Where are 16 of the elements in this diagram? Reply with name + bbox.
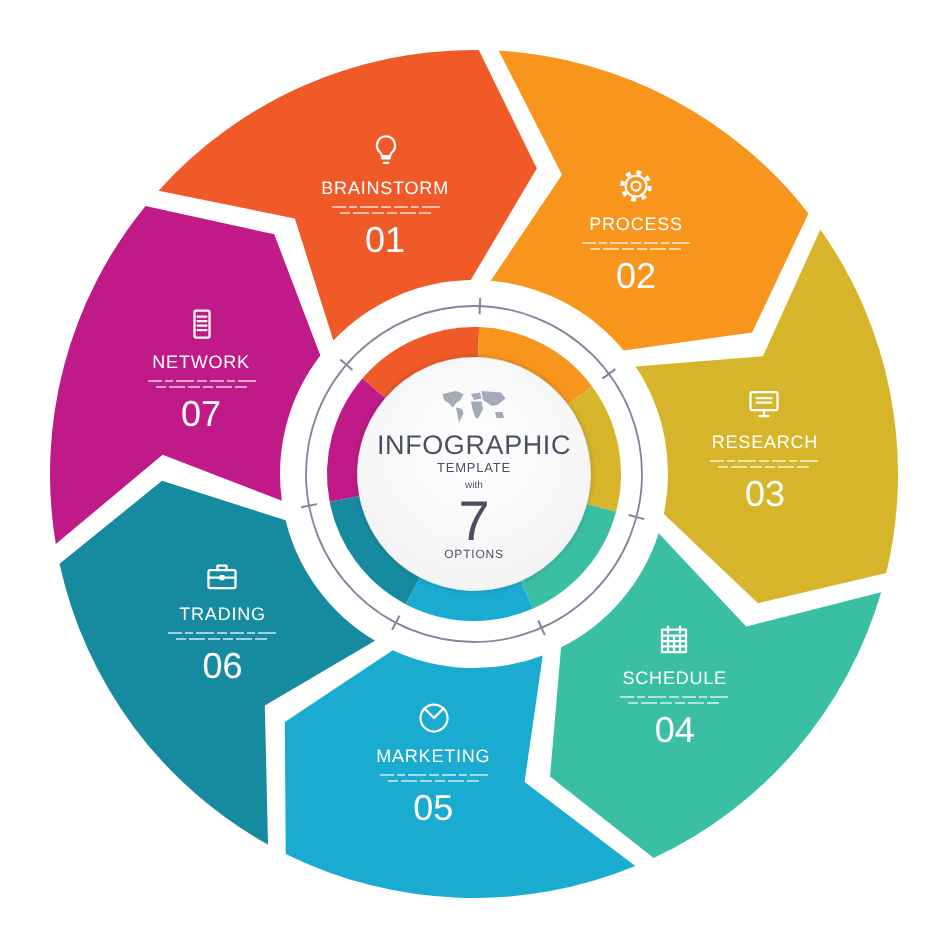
segment-heading: BRAINSTORM (321, 177, 449, 200)
center-title: INFOGRAPHIC (376, 429, 572, 459)
segment-heading: TRADING (179, 604, 266, 627)
segment-heading: NETWORK (152, 352, 250, 375)
step-number: 04 (654, 710, 695, 751)
segment-heading: RESEARCH (711, 431, 819, 454)
option-count: 7 (458, 489, 490, 551)
step-number: 06 (202, 646, 243, 687)
step-number: 02 (616, 255, 657, 296)
segment-heading: SCHEDULE (622, 668, 727, 691)
step-number: 05 (413, 787, 454, 828)
step-number: 01 (365, 219, 406, 260)
segment-heading: PROCESS (589, 213, 683, 236)
step-number: 03 (744, 473, 785, 514)
step-number: 07 (181, 394, 222, 435)
segment-heading: MARKETING (376, 745, 491, 768)
